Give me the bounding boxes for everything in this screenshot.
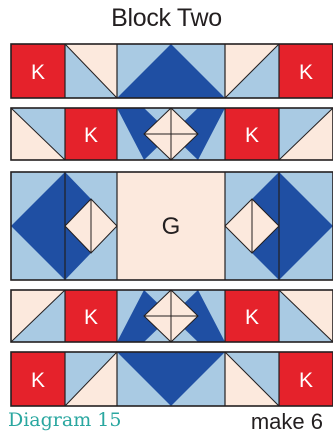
- row-1: K K: [11, 44, 333, 98]
- row-2: K K: [11, 108, 333, 160]
- k-label: K: [299, 61, 313, 84]
- make-count-label: make 6: [251, 409, 323, 435]
- row-3: G: [11, 172, 333, 280]
- k-label: K: [84, 306, 98, 329]
- k-label: K: [31, 61, 45, 84]
- diagram-number-label: Diagram 15: [8, 409, 121, 431]
- row-4: K K: [11, 290, 333, 342]
- k-label: K: [84, 124, 98, 147]
- g-label: G: [162, 213, 181, 240]
- row-5: K K: [11, 352, 333, 406]
- k-label: K: [31, 369, 45, 392]
- k-label: K: [245, 124, 259, 147]
- k-label: K: [299, 369, 313, 392]
- k-label: K: [245, 306, 259, 329]
